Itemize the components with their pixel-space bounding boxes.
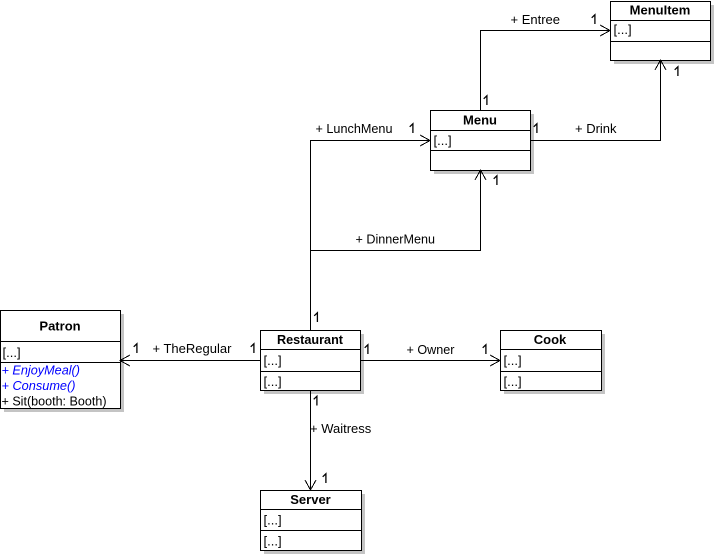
svg-text:+ Consume(): + Consume() — [2, 378, 76, 393]
svg-text:[...]: [...] — [264, 534, 282, 549]
svg-text:Cook: Cook — [534, 332, 567, 347]
svg-text:Menu: Menu — [463, 113, 497, 128]
svg-text:+ Entree: + Entree — [511, 12, 561, 27]
svg-text:+ Owner: + Owner — [407, 342, 456, 357]
svg-text:[...]: [...] — [264, 374, 282, 389]
svg-text:[...]: [...] — [504, 353, 522, 368]
svg-text:+ Sit(booth: Booth): + Sit(booth: Booth) — [2, 394, 107, 409]
svg-text:Server: Server — [290, 492, 330, 507]
svg-text:+ Drink: + Drink — [575, 121, 617, 136]
svg-text:+ Waitress: + Waitress — [310, 421, 372, 436]
svg-text:+ DinnerMenu: + DinnerMenu — [356, 232, 436, 247]
svg-text:[...]: [...] — [614, 22, 632, 37]
svg-text:[...]: [...] — [3, 345, 21, 360]
svg-text:[...]: [...] — [504, 374, 522, 389]
svg-text:[...]: [...] — [264, 513, 282, 528]
svg-text:MenuItem: MenuItem — [630, 3, 691, 18]
svg-text:+ LunchMenu: + LunchMenu — [316, 121, 393, 136]
svg-text:[...]: [...] — [264, 353, 282, 368]
svg-text:+ EnjoyMeal(): + EnjoyMeal() — [2, 363, 81, 378]
svg-text:+ TheRegular: + TheRegular — [153, 341, 233, 356]
svg-text:Restaurant: Restaurant — [277, 332, 344, 347]
svg-text:[...]: [...] — [434, 133, 452, 148]
svg-text:Patron: Patron — [39, 319, 80, 334]
